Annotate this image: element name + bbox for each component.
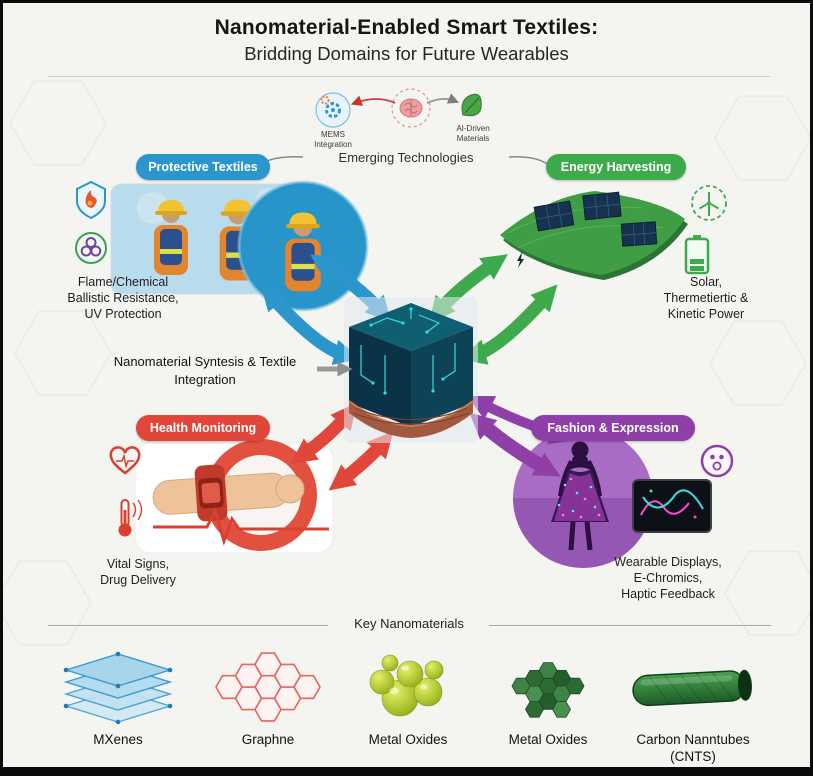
metal-oxide-hexagons-icon [511, 662, 585, 718]
leaf-icon [461, 93, 482, 117]
wind-turbine-icon [691, 185, 727, 221]
nanomaterial-cube [344, 297, 478, 443]
health-monitoring-badge: Health Monitoring [136, 415, 270, 441]
thermometer-icon [118, 499, 143, 537]
ai-driven-materials-label: AI-Driven Materials [456, 124, 490, 143]
heart-pulse-icon [109, 446, 141, 475]
nanomaterial-graphene: Graphne [198, 646, 338, 749]
nanomaterial-label: Carbon Nanntubes (CNTS) [636, 732, 750, 764]
mems-integration-label: MEMS Integration [314, 130, 352, 149]
battery-icon [684, 235, 710, 275]
nanomaterial-metal-oxides-hexagons: Metal Oxides [478, 646, 618, 749]
nanomaterial-label: MXenes [93, 732, 143, 747]
graphene-icon [215, 652, 321, 722]
fashion-expression-photo [513, 428, 712, 568]
nanomaterial-label: Graphne [241, 732, 295, 747]
wearable-display-screen [632, 479, 712, 533]
mems-icon [315, 92, 351, 128]
nanomaterial-mxenes: MXenes [48, 646, 188, 749]
brain-icon [391, 88, 431, 128]
mxenes-icon [63, 651, 173, 725]
page-subtitle: Bridding Domains for Future Wearables [244, 43, 569, 64]
key-divider-left [48, 625, 328, 626]
nanomaterial-metal-oxides-spheres: Metal Oxides [338, 646, 478, 749]
header-divider [48, 76, 770, 77]
center-integration-label: Nanomaterial Syntesis & Textile Integrat… [113, 354, 297, 387]
fashion-expression-caption: Wearable Displays, E-Chromics, Haptic Fe… [614, 555, 722, 601]
biohazard-shield-icon [75, 232, 107, 264]
emerging-technologies-label: Emerging Technologies [338, 150, 474, 165]
energy-harvesting-caption: Solar, Thermetiertic & Kinetic Power [663, 275, 749, 321]
hexagon-pattern-background [3, 80, 810, 646]
haptic-dots-icon [700, 444, 734, 478]
protective-textiles-photo [110, 180, 369, 312]
protective-textiles-caption: Flame/Chemical Ballistic Resistance, UV … [67, 275, 179, 321]
carbon-nanotube-icon [632, 669, 752, 707]
nanomaterial-label: Metal Oxides [368, 732, 448, 747]
fashion-expression-badge: Fashion & Expression [531, 415, 695, 441]
lightning-bolt-icon [517, 252, 524, 268]
energy-harvesting-badge: Energy Harvesting [546, 154, 686, 180]
page-title: Nanomaterial-Enabled Smart Textiles: [214, 16, 599, 39]
protective-textiles-badge: Protective Textiles [136, 154, 270, 180]
key-nanomaterials-header: Key Nanomaterials [354, 616, 464, 631]
energy-harvesting-photo [500, 191, 688, 280]
metal-oxide-spheres-icon [369, 654, 444, 717]
health-monitoring-caption: Vital Signs, Drug Delivery [100, 557, 176, 587]
nanomaterial-label: Metal Oxides [508, 732, 588, 747]
health-monitoring-photo [134, 439, 334, 554]
diagram-artwork [3, 80, 810, 646]
nanomaterial-carbon-nanotubes: Carbon Nanntubes (CNTS) [615, 646, 771, 766]
key-divider-right [489, 625, 771, 626]
flame-shield-icon [76, 180, 106, 220]
